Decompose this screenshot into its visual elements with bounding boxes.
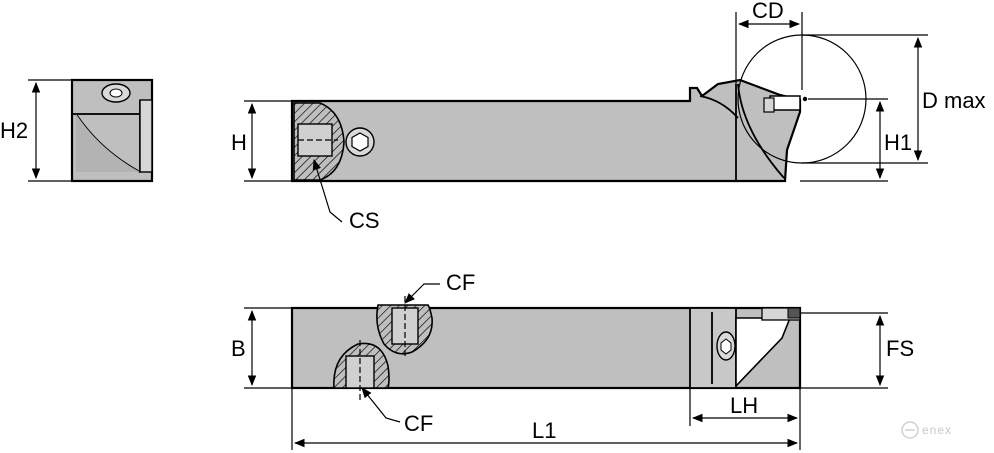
dim-cf-top-label: CF — [446, 270, 475, 295]
side-view-body — [290, 78, 802, 183]
dim-lh-label: LH — [730, 393, 758, 418]
cf-bottom-leader — [361, 387, 401, 423]
dim-fs-label: FS — [886, 336, 914, 361]
dim-dmax-label: D max — [922, 88, 986, 113]
dim-b-label: B — [231, 336, 246, 361]
end-view-top-band — [71, 79, 153, 115]
dim-cs-label: CS — [349, 208, 380, 233]
dim-l1-label: L1 — [532, 418, 556, 443]
side-view-chip-curve — [699, 95, 739, 119]
cf-top-leader — [404, 283, 440, 304]
end-view-shade — [76, 114, 140, 172]
side-view-arc-line — [737, 83, 785, 179]
cs-leader — [312, 158, 343, 223]
watermark: enex — [901, 421, 952, 439]
hex-socket-icon — [351, 132, 369, 152]
dim-cf-bottom-label: CF — [404, 411, 433, 436]
end-view — [28, 78, 154, 183]
dim-h1-label: H1 — [884, 130, 912, 155]
end-view-insert — [139, 99, 153, 173]
dim-cd-label: CD — [752, 0, 784, 23]
dim-h2-label: H2 — [0, 118, 28, 143]
top-view-screw-socket-icon — [720, 338, 732, 355]
side-view — [244, 12, 928, 223]
watermark-logo-icon — [901, 421, 919, 439]
end-view-screw-socket-icon — [109, 88, 123, 98]
top-view — [244, 283, 888, 450]
dim-h-label: H — [231, 130, 247, 155]
watermark-text: enex — [922, 423, 952, 437]
